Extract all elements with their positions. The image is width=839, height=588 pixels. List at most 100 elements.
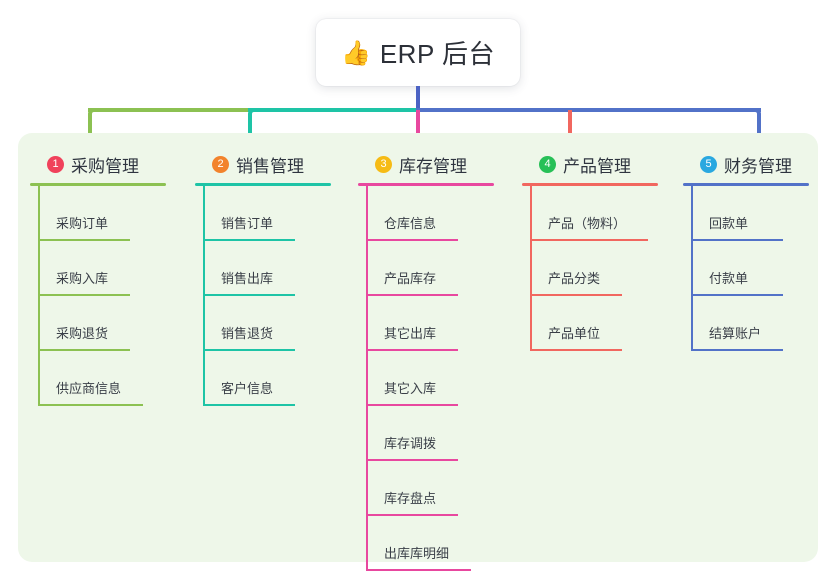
leaf-item[interactable]: 产品分类 (522, 241, 682, 296)
drop-pink (416, 110, 420, 139)
leaf-item-label: 产品库存 (384, 271, 437, 286)
branch-badge-3: 3 (375, 155, 392, 173)
branch-badge-5: 5 (700, 155, 717, 173)
leaf-item-rule (691, 239, 783, 241)
leaf-item-label: 回款单 (709, 216, 749, 231)
branch-header-1[interactable]: 1 采购管理 (30, 149, 190, 179)
branch-spine-2 (203, 186, 205, 406)
elbow-blue (747, 108, 761, 139)
branch-items-2: 销售订单销售出库销售退货客户信息 (195, 186, 355, 406)
leaf-item-rule (38, 349, 130, 351)
leaf-item-rule (691, 294, 783, 296)
root-title: ERP 后台 (379, 39, 496, 69)
leaf-item[interactable]: 库存盘点 (358, 461, 518, 516)
leaf-item-label: 采购订单 (56, 216, 109, 231)
leaf-item-rule (203, 239, 295, 241)
leaf-item-rule (38, 239, 130, 241)
branch-column-4: 4 产品管理产品（物料） 产品分类产品单位 (522, 149, 682, 351)
branch-spine-4 (530, 186, 532, 351)
leaf-item-rule (366, 569, 471, 571)
leaf-item-label: 其它出库 (384, 326, 437, 341)
leaf-item[interactable]: 结算账户 (683, 296, 833, 351)
leaf-item-label: 销售出库 (221, 271, 274, 286)
branch-header-4[interactable]: 4 产品管理 (522, 149, 682, 179)
leaf-item-label: 销售订单 (221, 216, 274, 231)
trunk-line (416, 86, 420, 111)
branch-items-3: 仓库信息产品库存其它出库其它入库库存调拨库存盘点出库库明细 (358, 186, 518, 571)
leaf-item-rule (691, 349, 783, 351)
leaf-item-label: 库存盘点 (384, 491, 437, 506)
branch-header-5[interactable]: 5 财务管理 (683, 149, 833, 179)
branch-spine-3 (366, 186, 368, 571)
leaf-item-rule (530, 349, 622, 351)
leaf-item-label: 产品单位 (548, 326, 601, 341)
branch-items-4: 产品（物料） 产品分类产品单位 (522, 186, 682, 351)
leaf-item-label: 结算账户 (709, 326, 762, 341)
leaf-item[interactable]: 采购入库 (30, 241, 190, 296)
leaf-item-label: 采购退货 (56, 326, 109, 341)
leaf-item[interactable]: 供应商信息 (30, 351, 190, 406)
leaf-item-rule (38, 404, 143, 406)
leaf-item[interactable]: 产品（物料） (522, 186, 682, 241)
drop-red (568, 110, 572, 139)
leaf-item-label: 出库库明细 (384, 546, 450, 561)
bus-green (88, 108, 248, 112)
leaf-item[interactable]: 付款单 (683, 241, 833, 296)
branch-items-1: 采购订单采购入库采购退货供应商信息 (30, 186, 190, 406)
branch-badge-4: 4 (539, 155, 556, 173)
branch-spine-5 (691, 186, 693, 351)
leaf-item[interactable]: 客户信息 (195, 351, 355, 406)
leaf-item[interactable]: 产品单位 (522, 296, 682, 351)
leaf-item-rule (203, 294, 295, 296)
root-node[interactable]: 👍 ERP 后台 (316, 19, 520, 86)
leaf-item[interactable]: 销售订单 (195, 186, 355, 241)
leaf-item[interactable]: 其它出库 (358, 296, 518, 351)
thumbs-up-icon: 👍 (340, 38, 371, 67)
leaf-item-rule (203, 349, 295, 351)
leaf-item[interactable]: 其它入库 (358, 351, 518, 406)
leaf-item[interactable]: 销售出库 (195, 241, 355, 296)
leaf-item-rule (366, 404, 458, 406)
branch-rule-3 (358, 183, 494, 186)
leaf-item-label: 销售退货 (221, 326, 274, 341)
bus-blue (416, 108, 761, 112)
leaf-item-rule (38, 294, 130, 296)
bus-teal (248, 108, 416, 112)
leaf-item-label: 产品分类 (548, 271, 601, 286)
leaf-item-label: 供应商信息 (56, 381, 122, 396)
branch-title-2: 销售管理 (236, 156, 304, 176)
leaf-item[interactable]: 采购订单 (30, 186, 190, 241)
leaf-item[interactable]: 产品库存 (358, 241, 518, 296)
branch-title-4: 产品管理 (563, 156, 631, 176)
leaf-item[interactable]: 采购退货 (30, 296, 190, 351)
leaf-item-rule (203, 404, 295, 406)
leaf-item[interactable]: 销售退货 (195, 296, 355, 351)
branch-badge-1: 1 (47, 155, 64, 173)
branch-rule-4 (522, 183, 658, 186)
leaf-item[interactable]: 仓库信息 (358, 186, 518, 241)
branch-title-5: 财务管理 (724, 156, 792, 176)
leaf-item-rule (530, 294, 622, 296)
branch-spine-1 (38, 186, 40, 406)
leaf-item[interactable]: 回款单 (683, 186, 833, 241)
leaf-item-rule (366, 349, 458, 351)
leaf-item-rule (530, 239, 648, 241)
branch-column-1: 1 采购管理采购订单采购入库采购退货供应商信息 (30, 149, 190, 406)
elbow-teal (248, 108, 262, 139)
leaf-item[interactable]: 库存调拨 (358, 406, 518, 461)
leaf-item-label: 仓库信息 (384, 216, 437, 231)
leaf-item-label: 其它入库 (384, 381, 437, 396)
leaf-item-label: 采购入库 (56, 271, 109, 286)
branch-rule-1 (30, 183, 166, 186)
leaf-item-label: 付款单 (709, 271, 749, 286)
leaf-item-rule (366, 294, 458, 296)
leaf-item[interactable]: 出库库明细 (358, 516, 518, 571)
leaf-item-rule (366, 239, 458, 241)
branch-title-1: 采购管理 (71, 156, 139, 176)
branch-rule-2 (195, 183, 331, 186)
elbow-green (88, 108, 102, 139)
